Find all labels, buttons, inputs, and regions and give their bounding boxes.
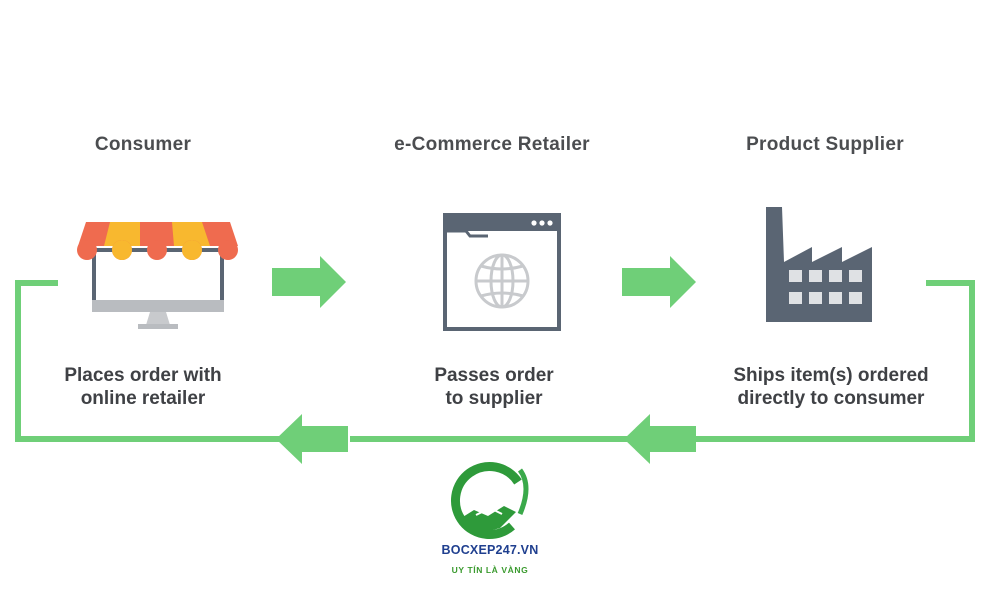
logo-brand: BOCXEP247.VN (441, 543, 539, 557)
shop-monitor-icon (77, 222, 238, 329)
browser-globe-icon (443, 213, 561, 331)
return-line-left (15, 280, 280, 442)
supplier-desc-line1: Ships item(s) ordered (733, 365, 929, 386)
return-line-right (690, 280, 975, 442)
retailer-desc-line2: to supplier (445, 388, 543, 409)
backward-arrow-1 (276, 414, 348, 464)
factory-icon (766, 207, 872, 322)
return-loop (15, 280, 975, 442)
consumer-desc-line2: online retailer (80, 388, 206, 409)
logo-slogan: UY TÍN LÀ VÀNG (451, 565, 529, 575)
retailer-desc: Passes order to supplier (344, 364, 644, 410)
supplier-desc: Ships item(s) ordered directly to consum… (681, 364, 981, 410)
retailer-desc-line1: Passes order (434, 365, 554, 386)
forward-arrow-1 (272, 256, 346, 308)
supplier-desc-line2: directly to consumer (737, 388, 925, 409)
forward-arrow-2 (622, 256, 696, 308)
supplier-title: Product Supplier (746, 134, 904, 155)
handshake-logo-icon (451, 462, 529, 540)
consumer-title: Consumer (94, 134, 192, 155)
retailer-title: e-Commerce Retailer (394, 134, 590, 155)
backward-arrow-2 (624, 414, 696, 464)
consumer-desc-line1: Places order with (64, 365, 222, 386)
consumer-desc: Places order with online retailer (0, 364, 293, 410)
